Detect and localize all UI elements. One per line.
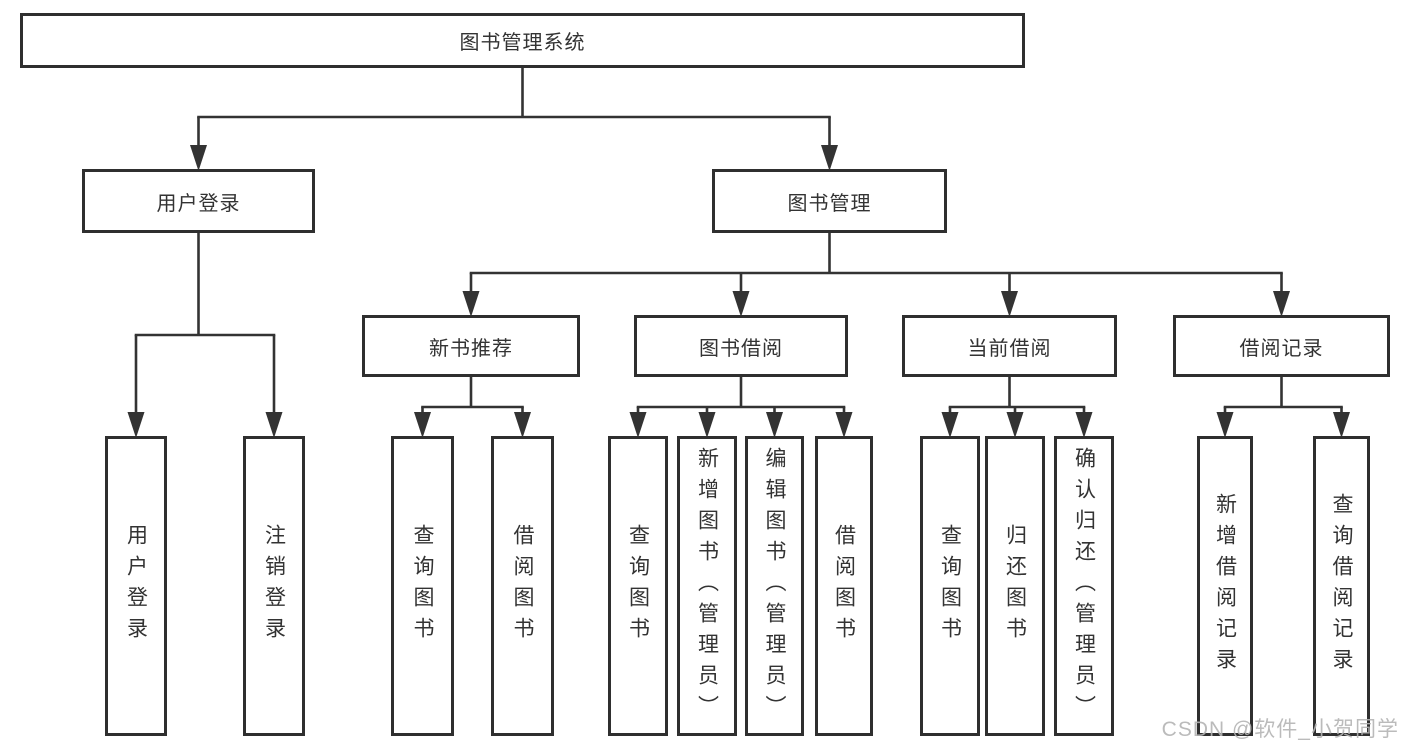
node-label: 注销登录: [262, 524, 286, 648]
node-user-login: 用户登录: [82, 169, 315, 233]
node-bb-add-book: 新增图书（管理员）: [677, 436, 737, 736]
node-borrow-records: 借阅记录: [1173, 315, 1390, 377]
node-label: 新书推荐: [429, 337, 513, 360]
node-rec-borrow-book: 借阅图书: [491, 436, 554, 736]
node-label: 用户登录: [124, 524, 148, 648]
node-label: 查询图书: [938, 524, 962, 648]
node-cb-confirm-return: 确认归还（管理员）: [1054, 436, 1114, 736]
node-label: 图书管理: [787, 192, 872, 215]
node-rec-query-book: 查询图书: [391, 436, 454, 736]
node-label: 借阅记录: [1239, 337, 1324, 360]
node-new-book-rec: 新书推荐: [362, 315, 580, 377]
node-logout: 注销登录: [243, 436, 305, 736]
node-bb-borrow-book: 借阅图书: [815, 436, 873, 736]
node-bb-query-book: 查询图书: [608, 436, 668, 736]
node-login: 用户登录: [105, 436, 167, 736]
node-label: 新增借阅记录: [1213, 493, 1237, 679]
node-label: 用户登录: [156, 192, 241, 215]
node-br-query-record: 查询借阅记录: [1313, 436, 1370, 736]
node-label: 编辑图书（管理员）: [763, 446, 787, 726]
node-label: 查询图书: [411, 524, 435, 648]
node-cb-return-book: 归还图书: [985, 436, 1045, 736]
node-label: 查询图书: [626, 524, 650, 648]
node-br-add-record: 新增借阅记录: [1197, 436, 1253, 736]
node-book-borrow: 图书借阅: [634, 315, 848, 377]
node-label: 当前借阅: [967, 337, 1052, 360]
node-label: 归还图书: [1003, 524, 1027, 648]
node-label: 查询借阅记录: [1330, 493, 1354, 679]
node-current-borrow: 当前借阅: [902, 315, 1117, 377]
watermark: CSDN @软件_小贺同学: [1161, 718, 1399, 741]
node-root: 图书管理系统: [20, 13, 1025, 68]
node-book-mgmt: 图书管理: [712, 169, 947, 233]
node-bb-edit-book: 编辑图书（管理员）: [745, 436, 804, 736]
node-label: 新增图书（管理员）: [695, 446, 719, 726]
node-label: 借阅图书: [832, 524, 856, 648]
node-label: 图书管理系统: [459, 32, 586, 54]
node-cb-query-book: 查询图书: [920, 436, 980, 736]
node-label: 确认归还（管理员）: [1072, 446, 1096, 726]
node-label: 借阅图书: [511, 524, 535, 648]
node-label: 图书借阅: [699, 337, 783, 360]
